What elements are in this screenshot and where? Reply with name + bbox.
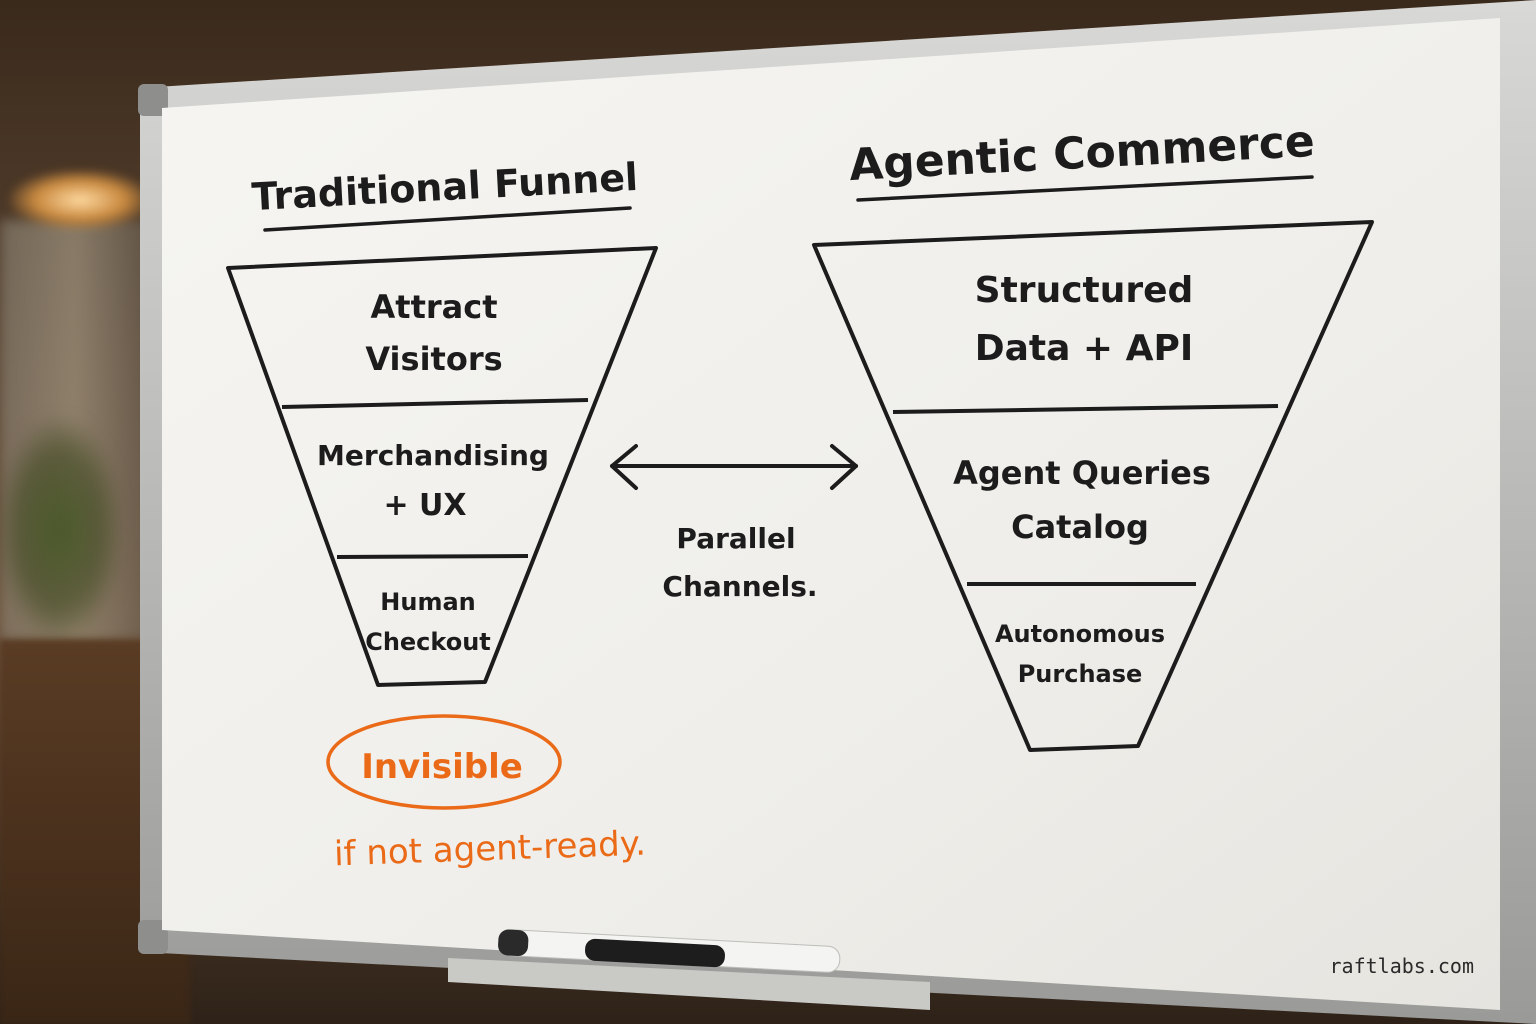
left-stage-1-line2: Visitors <box>365 340 502 378</box>
right-stage-3-line2: Purchase <box>1018 660 1143 688</box>
right-stage-2-line1: Agent Queries <box>953 454 1211 492</box>
invisible-callout: Invisible if not agent-ready. <box>326 714 646 874</box>
right-title-underline <box>856 175 1314 202</box>
right-stage-3-line1: Autonomous <box>995 620 1165 648</box>
middle-label-line2: Channels. <box>662 570 817 603</box>
right-stage-1-line2: Data + API <box>975 328 1194 369</box>
left-title-underline <box>263 206 632 232</box>
left-funnel: Traditional Funnel Attract Visitors Merc… <box>226 155 658 687</box>
board-surface <box>162 18 1500 1010</box>
right-stage-2-line2: Catalog <box>1011 508 1149 546</box>
right-funnel-outline <box>812 220 1374 752</box>
left-stage-2-line1: Merchandising <box>317 439 549 472</box>
marker-black <box>585 938 725 968</box>
left-stage-3-line1: Human <box>380 588 475 616</box>
marker-tray <box>448 958 930 1010</box>
left-funnel-divider-2 <box>336 554 529 559</box>
left-stage-1-line1: Attract <box>371 288 498 326</box>
callout-circled-text: Invisible <box>361 747 523 787</box>
left-stage-3-line2: Checkout <box>365 628 491 656</box>
brand-watermark: raftlabs.com <box>1329 954 1475 978</box>
right-funnel-divider-1 <box>892 404 1279 414</box>
frame-corner-bottom <box>138 920 168 954</box>
frame-corner-top <box>138 84 168 116</box>
background-lamp <box>10 170 150 230</box>
left-funnel-divider-1 <box>281 398 589 409</box>
parallel-arrow <box>610 444 858 490</box>
middle-label-line1: Parallel <box>676 522 795 555</box>
left-stage-2-line2: + UX <box>383 488 466 523</box>
right-stage-1-line1: Structured <box>975 270 1194 311</box>
left-funnel-outline <box>226 246 658 687</box>
callout-circle <box>326 714 562 810</box>
background-plant <box>0 420 120 640</box>
